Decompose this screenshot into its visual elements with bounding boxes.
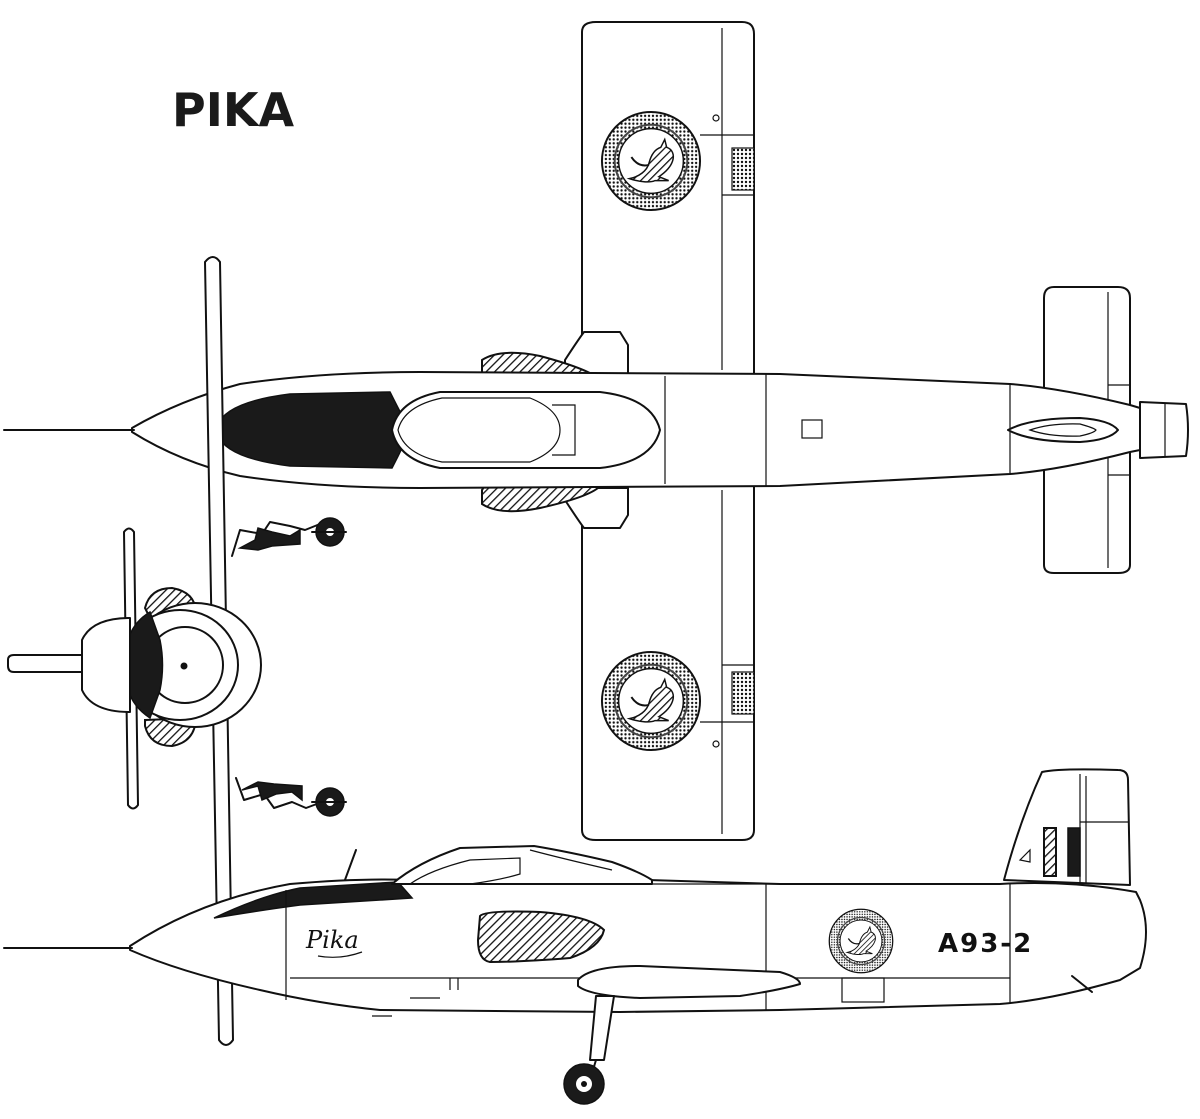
fuselage-script-name: Pika [305, 926, 359, 954]
top-view-canopy [391, 391, 661, 469]
wing-panel-upper [731, 147, 755, 191]
front-view-gear-lower [235, 777, 347, 817]
wing-panel-lower [731, 671, 755, 715]
top-view [3, 21, 1189, 841]
side-view-fin [1003, 768, 1131, 886]
serial-number: A93-2 [938, 929, 1033, 959]
drawing-title: PIKA [172, 83, 294, 137]
side-view-canopy [391, 845, 653, 885]
side-view-fuselage [129, 878, 1147, 1013]
front-view [7, 256, 347, 1046]
side-view: A93-2 Pika [3, 768, 1147, 1105]
side-view-gear [563, 995, 615, 1105]
front-view-gear-upper [231, 517, 347, 557]
roundel-lower-wing-icon [600, 650, 702, 752]
roundel-upper-wing-icon [600, 110, 702, 212]
side-view-intake [476, 910, 606, 964]
roundel-fuselage-icon [828, 908, 894, 974]
